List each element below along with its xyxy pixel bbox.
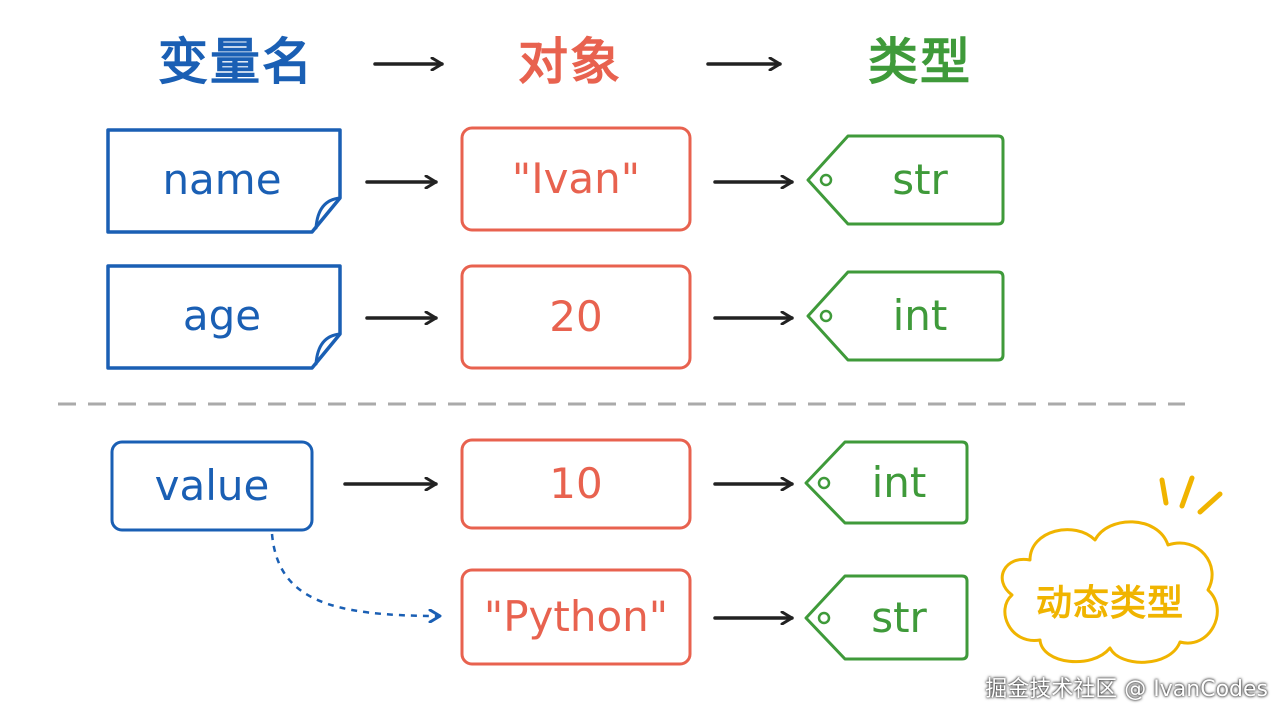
tag-hole-2 [819, 309, 833, 323]
type-tag-int-2 [804, 440, 969, 525]
object-label-python: "Python" [483, 592, 669, 641]
rebind-dashed-arrow [270, 533, 440, 616]
variable-box-age [106, 264, 342, 370]
tag-hole-4 [817, 611, 831, 625]
object-label-ivan: "Ivan" [511, 154, 641, 203]
object-box-20 [460, 264, 692, 370]
watermark: 掘金技术社区 @ IvanCodes [985, 677, 1268, 702]
object-box-ivan [460, 126, 692, 232]
tag-hole-1 [819, 173, 833, 187]
object-label-10: 10 [549, 459, 603, 508]
variable-label-value: value [154, 461, 270, 510]
page-curl-age [314, 332, 342, 366]
variable-label-age: age [182, 291, 262, 340]
header-variable-name: 变量名 [158, 33, 314, 91]
type-label-int-1: int [892, 291, 948, 340]
object-box-10 [460, 438, 692, 530]
type-label-str-1: str [892, 155, 948, 204]
header-object: 对象 [518, 33, 622, 91]
header-type: 类型 [868, 33, 972, 91]
sparkle-line-2 [1179, 475, 1195, 509]
type-tag-str-2 [804, 574, 969, 661]
dynamic-typing-badge: 动态类型 [1035, 583, 1184, 624]
variable-box-value [110, 440, 314, 532]
variable-box-name [106, 128, 342, 234]
type-tag-str-1 [806, 134, 1005, 226]
page-curl-name [314, 196, 342, 230]
sparkle-line-1 [1159, 477, 1169, 506]
type-label-str-2: str [871, 592, 927, 642]
type-tag-int-1 [806, 270, 1005, 362]
variable-label-name: name [162, 155, 282, 204]
tag-hole-3 [817, 476, 831, 490]
object-label-20: 20 [549, 292, 603, 341]
badge-cloud [1000, 520, 1219, 664]
sparkle-line-3 [1197, 491, 1223, 515]
type-label-int-2: int [871, 457, 927, 507]
object-box-python [460, 568, 692, 666]
